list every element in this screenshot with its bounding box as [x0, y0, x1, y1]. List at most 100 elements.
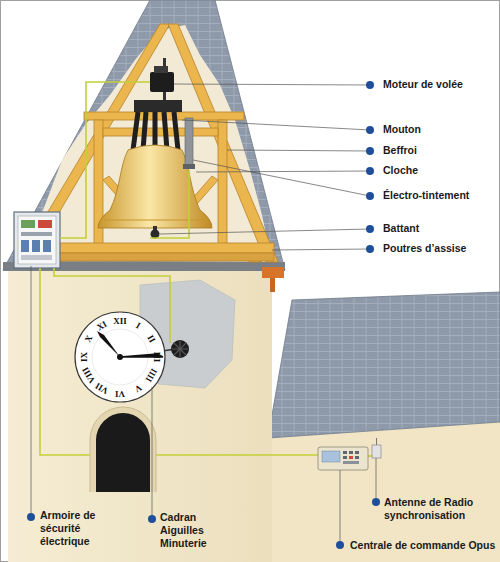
part-label: Antenne de Radio synchronisation [384, 496, 489, 522]
leader-line [227, 150, 370, 151]
callout-dot [27, 81, 380, 549]
callout-dot [148, 515, 156, 523]
part-label: Beffroi [383, 144, 417, 157]
tower-wall [8, 270, 272, 562]
bell-assembly [134, 100, 182, 112]
leader-line [152, 387, 153, 519]
timber-frame [103, 128, 218, 136]
control-panel [318, 447, 368, 470]
part-label: Cloche [383, 164, 418, 177]
callout-dot [366, 167, 374, 175]
callout-dot [366, 192, 374, 200]
clock-numeral: IIII [144, 367, 159, 384]
electrical-cabinet [32, 240, 40, 252]
leader-line [193, 160, 370, 196]
clock-numeral: X [83, 334, 94, 344]
part-label: Cadran Aiguilles Minuterie [160, 511, 215, 550]
bell-assembly [98, 58, 212, 239]
bell-assembly [98, 145, 212, 228]
callout-dot [366, 126, 374, 134]
clock-numeral: I [134, 321, 142, 331]
control-panel [355, 451, 359, 454]
electrical-cabinet [21, 255, 52, 260]
electrical-cabinet [21, 232, 52, 236]
clock [75, 312, 165, 402]
bell-assembly [154, 66, 168, 73]
bell-assembly [104, 219, 206, 220]
radio-antenna [372, 438, 381, 458]
electrical-cabinet [43, 240, 51, 252]
clock [117, 354, 123, 360]
bell-assembly [185, 118, 193, 166]
control-panel [318, 447, 368, 470]
radio-antenna [376, 438, 377, 445]
leader-line [160, 229, 370, 234]
clock-numeral: IX [80, 352, 89, 362]
clock-numeral: XII [113, 317, 127, 326]
control-wire [60, 82, 150, 238]
control-panel [343, 456, 347, 459]
electrical-cabinet [21, 240, 29, 252]
church-door [90, 407, 156, 492]
clock-numeral: VII [94, 381, 110, 396]
spire-roof [270, 278, 275, 292]
control-wire [40, 268, 318, 455]
timber-frame [24, 243, 274, 253]
control-panel [322, 451, 340, 462]
part-label: Moteur de volée [383, 78, 463, 91]
leader-line [196, 171, 370, 172]
leader-line [182, 120, 370, 130]
callout-dot [336, 541, 344, 549]
bell-assembly [150, 72, 174, 92]
part-label: Centrale de commande Opus [350, 539, 495, 552]
leader-line [272, 249, 370, 250]
clock-numeral: VIII [81, 365, 97, 384]
leader-line [31, 84, 376, 545]
callout-dot [366, 225, 374, 233]
callout-dot [366, 245, 374, 253]
clock [171, 340, 189, 358]
control-panel [343, 461, 359, 464]
electrical-cabinet [14, 212, 60, 268]
tower-wall [8, 270, 272, 562]
control-panel [349, 456, 353, 459]
electrical-cabinet [38, 220, 52, 228]
bell-assembly [183, 164, 195, 169]
part-label: Armoire de sécurité électrique [40, 509, 97, 548]
electrical-cabinet [18, 216, 56, 264]
clock [75, 312, 189, 402]
church-door [90, 407, 156, 492]
electrical-cabinet [14, 212, 60, 268]
spire-roof [262, 267, 284, 278]
church-door [96, 413, 150, 492]
part-label: Battant [383, 222, 419, 235]
control-panel [355, 456, 359, 459]
control-panel [343, 451, 347, 454]
electrical-cabinet [21, 220, 35, 228]
control-wire [150, 170, 189, 238]
clock-numeral: II [146, 334, 157, 345]
clock-numeral: V [133, 383, 143, 394]
clock [172, 341, 188, 357]
callout-dot [366, 81, 374, 89]
clock-numeral: XI [95, 319, 108, 332]
callout-dot [366, 147, 374, 155]
spire-roof [3, 0, 285, 292]
timber-frame [218, 120, 227, 246]
part-label: Poutres d’assise [383, 242, 466, 255]
nave [268, 292, 500, 438]
control-wire [40, 82, 376, 456]
control-panel [349, 451, 353, 454]
clock-numeral: VI [115, 389, 125, 398]
clock-numeral: III [152, 352, 161, 363]
part-label: Mouton [383, 123, 421, 136]
bell-assembly [133, 112, 178, 150]
radio-antenna [372, 445, 381, 458]
leader-line [31, 266, 32, 517]
callout-dot [372, 498, 380, 506]
leader-line [340, 470, 341, 545]
nave [268, 292, 500, 562]
